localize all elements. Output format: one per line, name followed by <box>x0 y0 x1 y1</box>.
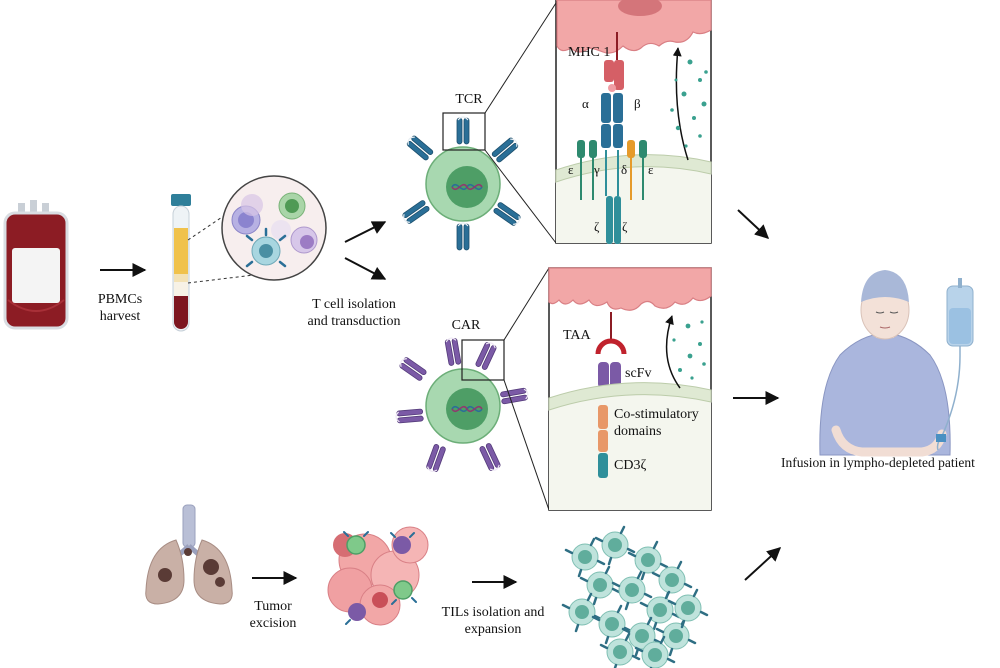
car-zoom-box <box>461 339 505 381</box>
gamma-label: γ <box>594 162 600 177</box>
zoom-line-top <box>187 204 241 241</box>
car-t-cell <box>394 336 530 474</box>
tcr-t-cell <box>400 116 523 251</box>
costim-label: Co-stimulatory domains <box>614 407 699 439</box>
til-expansion-label: TILs isolation and expansion <box>441 605 545 637</box>
pbmc-zoom-circle <box>221 175 327 281</box>
tcr-detail-panel <box>555 0 712 244</box>
zoom-line-bottom <box>187 273 263 284</box>
car-label: CAR <box>451 318 481 333</box>
tcr-zoom-line-top <box>484 2 557 114</box>
beta-label: β <box>634 96 641 111</box>
scfv-label: scFv <box>625 366 652 381</box>
tcr-zoom-line-bottom <box>484 149 557 244</box>
patient-icon <box>819 270 974 457</box>
zeta-right-label: ζ <box>622 219 628 234</box>
taa-label: TAA <box>563 328 591 343</box>
tumor-excision-label: Tumor excision <box>249 599 297 631</box>
epsilon-left-label: ε <box>568 162 574 177</box>
t-cell-isolation-label: T cell isolation and transduction <box>307 297 401 329</box>
alpha-label: α <box>582 96 589 111</box>
tcr-label: TCR <box>455 92 483 107</box>
car-zoom-line-bottom <box>503 379 550 511</box>
epsilon-right-label: ε <box>648 162 654 177</box>
pbmc-harvest-label: PBMCs harvest <box>97 292 143 324</box>
delta-label: δ <box>621 162 628 177</box>
tumor-cluster <box>327 526 429 626</box>
til-cluster <box>561 525 709 668</box>
blood-bag-icon <box>3 200 69 330</box>
tcr-zoom-box <box>442 112 486 151</box>
infusion-label: Infusion in lympho-depleted patient <box>781 455 975 470</box>
car-detail-panel <box>548 267 712 511</box>
lungs-icon <box>145 504 233 605</box>
mhc-label: MHC 1 <box>568 45 611 60</box>
cd3z-label: CD3ζ <box>614 458 647 473</box>
car-zoom-line-top <box>503 267 550 341</box>
arrow-to-car <box>344 257 387 280</box>
arrow-tcr-to-patient <box>737 209 770 239</box>
arrow-til-to-patient <box>744 547 782 581</box>
arrow-to-tcr <box>344 221 387 243</box>
test-tube-icon <box>171 194 191 332</box>
zeta-left-label: ζ <box>594 219 600 234</box>
